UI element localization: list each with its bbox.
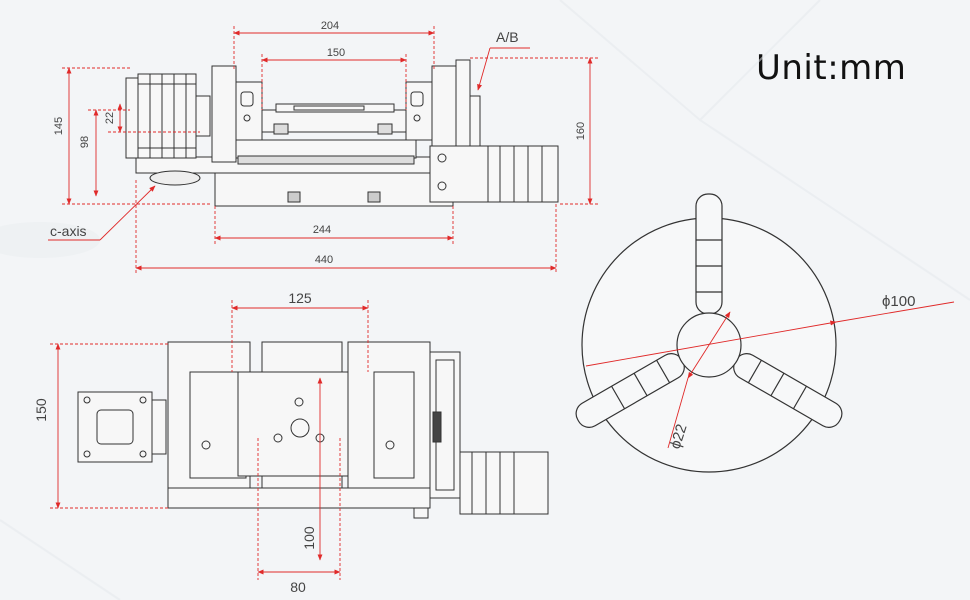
dim-160-label: 160 xyxy=(575,122,587,140)
dim-150-front-label: 150 xyxy=(33,398,49,422)
dim-22-label: 22 xyxy=(104,112,116,124)
chuck-dimensions xyxy=(585,301,955,449)
unit-label: Unit:mm xyxy=(756,48,907,88)
dim-phi100-label: ϕ100 xyxy=(882,293,915,310)
dim-145-label: 145 xyxy=(53,117,65,135)
ab-axis-label: A/B xyxy=(496,29,519,45)
dim-150-top-label: 150 xyxy=(327,47,345,59)
c-axis-label: c-axis xyxy=(50,223,87,239)
front-view-dimensions xyxy=(50,300,369,580)
top-view-dimensions xyxy=(48,26,598,274)
dim-98-label: 98 xyxy=(79,136,91,148)
front-view-machine xyxy=(77,341,549,519)
dim-125-label: 125 xyxy=(288,290,312,306)
dim-440-label: 440 xyxy=(315,254,333,266)
dim-244-label: 244 xyxy=(313,224,331,236)
chuck-view xyxy=(575,193,843,473)
top-view-machine xyxy=(125,59,559,207)
dim-phi22-label: ϕ22 xyxy=(667,422,691,451)
dim-100-label: 100 xyxy=(301,526,317,550)
dim-80-label: 80 xyxy=(290,579,306,595)
dim-204-label: 204 xyxy=(321,20,339,32)
